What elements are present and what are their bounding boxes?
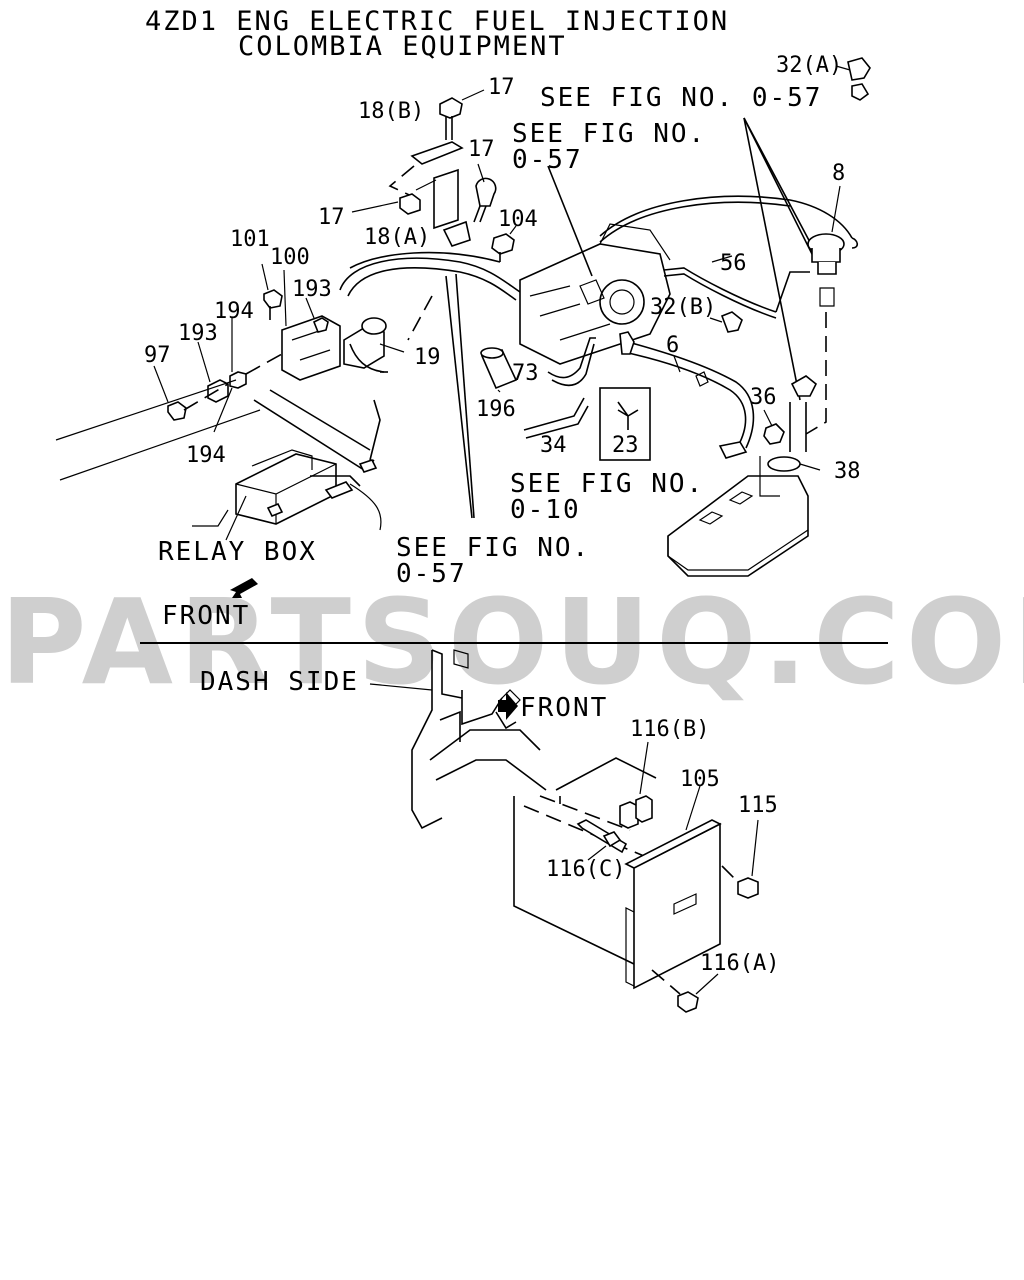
nut-115 bbox=[721, 819, 759, 899]
label-relay-box: RELAY BOX bbox=[158, 537, 317, 567]
bolt-104 bbox=[491, 225, 517, 262]
note-see-fig-057-center-1: SEE FIG NO. bbox=[512, 119, 706, 149]
clamp-38 bbox=[767, 312, 827, 472]
note-see-fig-010-2: 0-10 bbox=[510, 495, 581, 525]
callout-193-left: 193 bbox=[178, 321, 218, 346]
note-see-fig-010-1: SEE FIG NO. bbox=[510, 469, 704, 499]
callout-17-mid: 17 bbox=[468, 137, 495, 162]
callout-115: 115 bbox=[738, 793, 778, 818]
bracket-18 bbox=[388, 141, 471, 247]
note-see-fig-057-bottom-1: SEE FIG NO. bbox=[396, 533, 590, 563]
callout-116a: 116(A) bbox=[700, 951, 779, 976]
callout-73: 73 bbox=[512, 361, 539, 386]
bolt-17-left bbox=[351, 193, 421, 215]
callout-100: 100 bbox=[270, 245, 310, 270]
label-front-lower: FRONT bbox=[520, 693, 608, 723]
note-see-fig-057-bottom-2: 0-57 bbox=[396, 559, 467, 589]
box-23 bbox=[599, 387, 651, 461]
callout-105: 105 bbox=[680, 767, 720, 792]
label-front-upper: FRONT bbox=[162, 601, 250, 631]
note-see-fig-057-center-2: 0-57 bbox=[512, 145, 583, 175]
front-arrow-upper-icon bbox=[230, 578, 258, 598]
callout-116c: 116(C) bbox=[546, 857, 625, 882]
title-line-2: COLOMBIA EQUIPMENT bbox=[238, 31, 567, 62]
callout-19: 19 bbox=[414, 345, 441, 370]
bolt-116b bbox=[619, 741, 653, 829]
callout-17-top: 17 bbox=[488, 75, 515, 100]
callout-18a: 18(A) bbox=[364, 225, 430, 250]
callout-56: 56 bbox=[720, 251, 747, 276]
callout-32a: 32(A) bbox=[776, 53, 842, 78]
callout-97: 97 bbox=[144, 343, 171, 368]
label-dash-side: DASH SIDE bbox=[200, 667, 359, 697]
bolt-17-top bbox=[439, 89, 485, 140]
leader-lines bbox=[407, 117, 817, 519]
callout-23: 23 bbox=[612, 433, 639, 458]
throttle-body bbox=[519, 223, 671, 365]
note-see-fig-057-top-right: SEE FIG NO. 0-57 bbox=[540, 83, 822, 113]
callout-194-bottom: 194 bbox=[186, 443, 226, 468]
part-196 bbox=[480, 347, 518, 393]
valve-19 bbox=[343, 317, 405, 373]
callout-8: 8 bbox=[832, 161, 845, 186]
ecm-bracket bbox=[513, 757, 657, 965]
ecm-105 bbox=[624, 785, 722, 990]
front-arrow-lower-icon bbox=[498, 692, 518, 720]
callout-34: 34 bbox=[540, 433, 567, 458]
callout-17-left: 17 bbox=[318, 205, 345, 230]
pipe-56 bbox=[663, 255, 810, 319]
sensor-8 bbox=[807, 185, 859, 307]
bolt-17-mid bbox=[473, 163, 497, 223]
hose-73-34 bbox=[523, 337, 596, 439]
clip-32b bbox=[709, 311, 743, 333]
callout-101: 101 bbox=[230, 227, 270, 252]
callout-38: 38 bbox=[834, 459, 861, 484]
title-line-1: 4ZD1 ENG ELECTRIC FUEL INJECTION bbox=[145, 6, 729, 37]
clip-32a bbox=[835, 57, 871, 101]
callout-6: 6 bbox=[666, 333, 679, 358]
callout-196: 196 bbox=[476, 397, 516, 422]
intake-manifold bbox=[667, 456, 809, 577]
bolt-116a bbox=[651, 969, 719, 1013]
callout-32b: 32(B) bbox=[650, 295, 716, 320]
callout-194-top: 194 bbox=[214, 299, 254, 324]
relay-box bbox=[55, 379, 382, 541]
callout-104: 104 bbox=[498, 207, 538, 232]
callout-36: 36 bbox=[750, 385, 777, 410]
callout-18b: 18(B) bbox=[358, 99, 424, 124]
stud-116c bbox=[576, 819, 628, 861]
bracket-100 bbox=[153, 263, 341, 433]
clip-36 bbox=[763, 409, 785, 445]
callout-193-right: 193 bbox=[292, 277, 332, 302]
callout-116b: 116(B) bbox=[630, 717, 709, 742]
hose-6 bbox=[619, 331, 755, 459]
